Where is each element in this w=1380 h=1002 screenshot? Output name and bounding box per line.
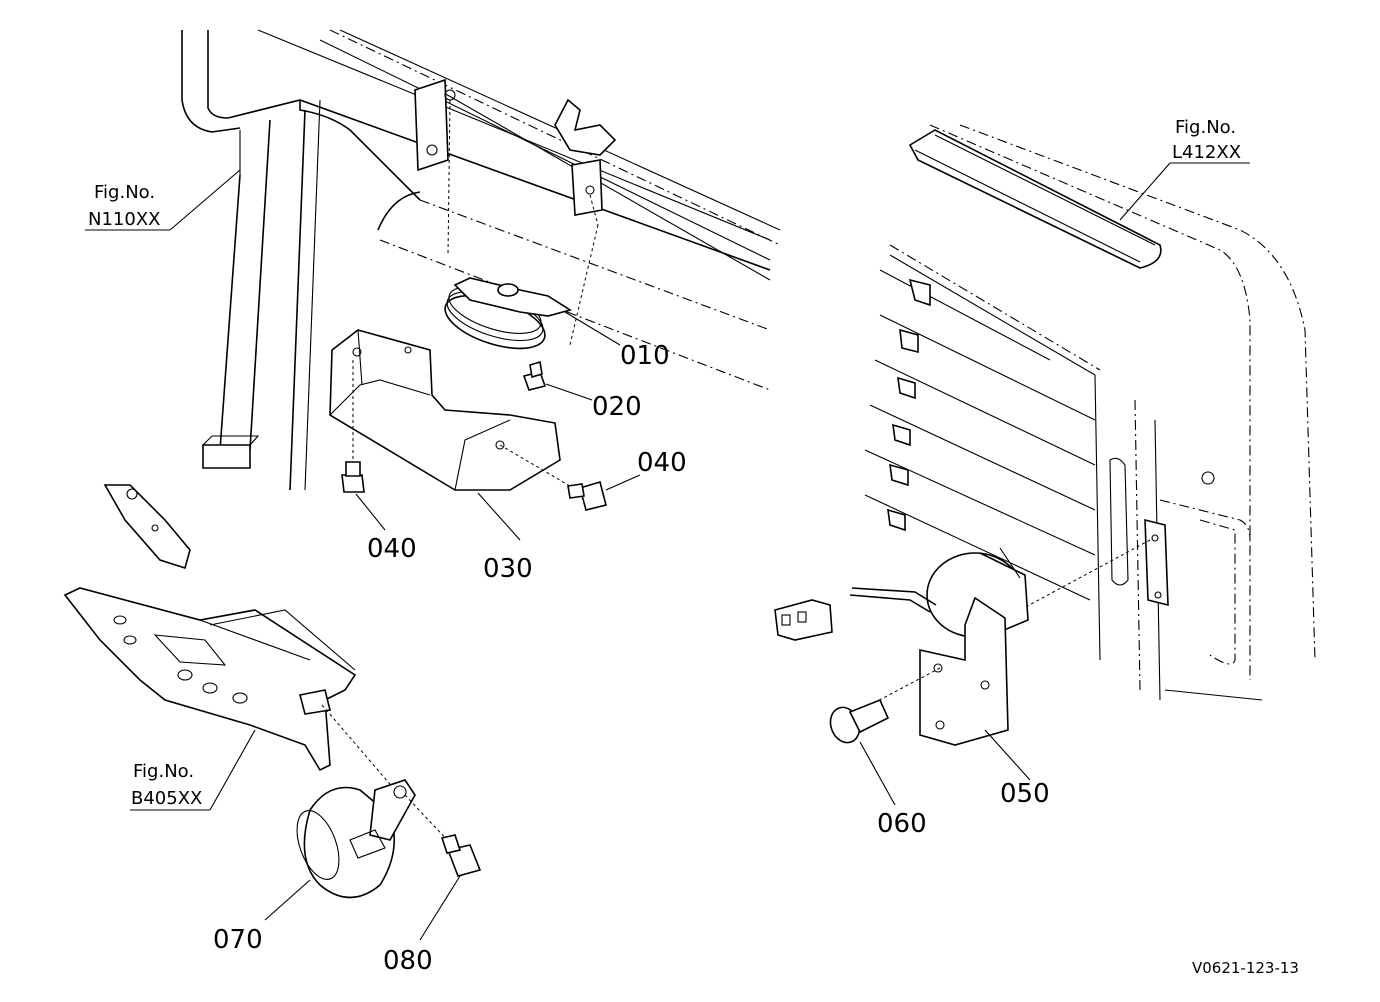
horn-bracket-030 [329, 329, 561, 541]
figref-b405-code: B405XX [131, 788, 202, 809]
part-label-060: 060 [877, 809, 927, 839]
figref-b405-label: Fig.No. [133, 761, 194, 782]
cab-rear-structure [864, 124, 1316, 701]
drawing-code: V0621-123-13 [1192, 959, 1299, 977]
bolt-020 [522, 360, 593, 401]
part-label-020: 020 [592, 392, 642, 422]
part-label-030: 030 [483, 554, 533, 584]
bolt-060 [829, 698, 896, 806]
figref-n110-leader [85, 169, 241, 231]
nut-080 [419, 834, 482, 941]
part-label-040-right: 040 [637, 448, 687, 478]
buzzer-050 [774, 547, 1031, 781]
part-label-080: 080 [383, 946, 433, 976]
figref-l412-label: Fig.No. [1175, 117, 1236, 138]
part-label-040-left: 040 [367, 534, 417, 564]
figref-l412-code: L412XX [1172, 142, 1241, 163]
part-label-010: 010 [620, 341, 670, 371]
horn-010 [444, 277, 621, 350]
mount-plate-assembly [63, 484, 396, 811]
horn-070 [264, 779, 451, 921]
cab-roof-structure [181, 29, 781, 491]
bolt-040-right [499, 444, 641, 511]
bolt-040-left [341, 360, 386, 531]
figref-l412-leader [1119, 162, 1250, 221]
part-label-070: 070 [213, 925, 263, 955]
figref-n110-code: N110XX [88, 209, 160, 230]
part-label-050: 050 [1000, 779, 1050, 809]
figref-n110-label: Fig.No. [94, 182, 155, 203]
